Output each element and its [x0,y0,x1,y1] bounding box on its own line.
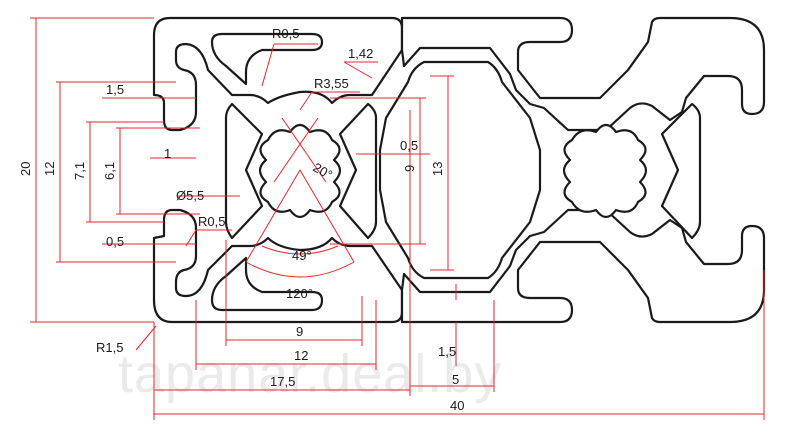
angle-arc-49 [261,245,339,255]
label-71: 7,1 [72,162,87,180]
label-5: 5 [452,372,459,387]
angle-leader-49 [299,169,355,263]
label-13: 13 [430,162,445,176]
label-r355: R3,55 [314,76,349,91]
label-1: 1 [164,146,171,161]
slot-left-top [210,32,324,86]
label-12-bottom: 12 [294,348,308,363]
angle-leader-20 [273,117,319,183]
dimension-labels: R0,5 1,42 R3,55 1,5 1 0,5 20° Ø5,5 R0,5 … [18,26,464,413]
label-175: 17,5 [270,374,295,389]
leader-r355 [299,91,313,111]
angle-leader-49 [245,169,301,263]
leader-r05-top [261,43,275,87]
side-web-right [660,102,702,240]
leader-142 [343,61,373,79]
label-05-left: 0,5 [106,234,124,249]
label-9-v: 9 [402,165,417,172]
leader-r05-left [185,229,197,247]
center-hole-right [562,123,648,219]
profile-outer-right-top [400,16,766,132]
label-r05-left: R0,5 [198,214,225,229]
leader-r15 [135,325,157,351]
side-web-middle-left [338,102,378,240]
label-40: 40 [450,398,464,413]
side-web-left [224,102,264,240]
label-r05-top: R0,5 [272,26,299,41]
label-20: 20 [18,162,33,176]
angle-arc-120 [245,261,355,278]
label-12-v: 12 [42,162,57,176]
profile-left-cell [152,16,404,324]
label-49deg: 49° [292,248,312,263]
label-r15: R1,5 [96,340,123,355]
label-61: 6,1 [102,162,117,180]
label-9-bottom: 9 [296,324,303,339]
label-15-left: 1,5 [106,82,124,97]
angle-leader-20 [281,117,327,183]
label-05-right: 0,5 [400,138,418,153]
label-dia55: Ø5,5 [176,188,204,203]
label-15-bottom: 1,5 [438,344,456,359]
center-hole-left [258,123,342,219]
watermark-text: tapanar.deal.by [118,344,502,404]
dimension-lines [30,17,765,420]
label-120deg: 120° [286,286,313,301]
label-142: 1,42 [348,46,373,61]
